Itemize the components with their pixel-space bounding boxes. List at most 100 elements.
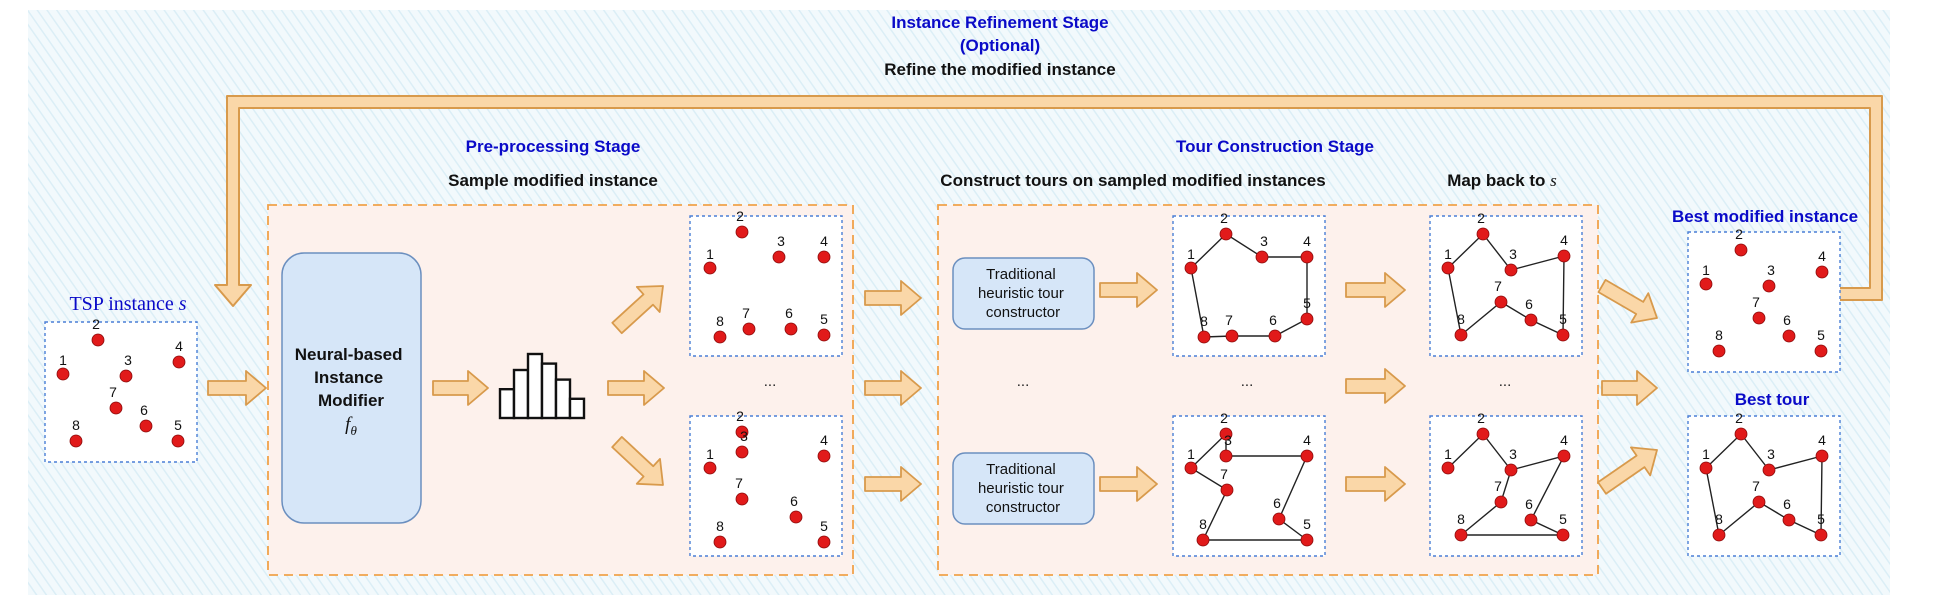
histogram-bar <box>498 388 516 420</box>
city-label: 8 <box>716 518 724 534</box>
city-node <box>817 328 831 342</box>
city-label: 6 <box>785 305 793 321</box>
city-label: 7 <box>1494 478 1502 494</box>
city-node <box>1220 483 1234 497</box>
flow-arrows <box>207 272 1658 502</box>
city-label: 2 <box>1477 410 1485 426</box>
city-label: 7 <box>1220 466 1228 482</box>
city-node <box>703 261 717 275</box>
city-node <box>1557 249 1571 263</box>
refinement-stage-description: Refine the modified instance <box>884 60 1115 79</box>
refinement-stage-subtitle: (Optional) <box>960 36 1040 55</box>
city-node <box>1196 533 1210 547</box>
city-label: 5 <box>1303 295 1311 311</box>
preprocessing-stage-title: Pre-processing Stage <box>466 137 641 156</box>
city-node <box>1225 329 1239 343</box>
city-node <box>1699 461 1713 475</box>
ellipsis-constructors: ... <box>1017 373 1030 390</box>
best-tour-label: Best tour <box>1735 390 1810 409</box>
city-label: 5 <box>1817 327 1825 343</box>
city-label: 8 <box>1199 516 1207 532</box>
tour-construction-stage-title: Tour Construction Stage <box>1176 137 1374 156</box>
flow-arrow <box>432 370 489 406</box>
city-node <box>1454 528 1468 542</box>
flow-arrow <box>207 370 267 406</box>
ellipsis-samples: ... <box>764 373 777 390</box>
city-label: 8 <box>1457 511 1465 527</box>
city-node <box>1734 427 1748 441</box>
city-node <box>1782 513 1796 527</box>
city-label: 8 <box>72 417 80 433</box>
heuristic-constructor-top-box <box>952 257 1095 330</box>
city-node <box>1454 328 1468 342</box>
city-node <box>735 425 749 439</box>
city-node <box>1300 533 1314 547</box>
flow-arrow <box>1597 446 1658 495</box>
city-label: 2 <box>1477 210 1485 226</box>
city-label: 4 <box>1818 248 1826 264</box>
city-node <box>817 449 831 463</box>
flow-arrow <box>1345 272 1406 308</box>
city-node <box>1300 449 1314 463</box>
city-node <box>171 434 185 448</box>
city-label: 6 <box>140 402 148 418</box>
city-node <box>1219 427 1233 441</box>
city-node <box>1814 344 1828 358</box>
city-node <box>713 330 727 344</box>
city-label: 7 <box>1225 312 1233 328</box>
city-node <box>742 322 756 336</box>
sampling-histogram <box>498 352 586 420</box>
city-label: 6 <box>1783 312 1791 328</box>
city-label: 6 <box>790 493 798 509</box>
city-node <box>172 355 186 369</box>
city-node <box>1734 243 1748 257</box>
city-node <box>1300 312 1314 326</box>
city-node <box>703 461 717 475</box>
tsp-instance-label: TSP instance s <box>69 293 186 315</box>
city-node <box>817 535 831 549</box>
flow-arrow <box>607 370 665 406</box>
city-label: 3 <box>1260 233 1268 249</box>
city-label: 4 <box>1818 432 1826 448</box>
refinement-loop-arrow <box>214 95 1883 307</box>
city-label: 2 <box>1735 226 1743 242</box>
city-label: 7 <box>742 305 750 321</box>
city-label: 2 <box>1220 410 1228 426</box>
city-label: 8 <box>1715 327 1723 343</box>
city-node <box>1782 329 1796 343</box>
city-node <box>1752 495 1766 509</box>
city-node <box>1524 513 1538 527</box>
city-label: 3 <box>740 428 748 444</box>
city-label: 1 <box>59 352 67 368</box>
city-label: 4 <box>1560 232 1568 248</box>
histogram-bar <box>526 352 544 420</box>
city-node <box>735 492 749 506</box>
city-node <box>1815 265 1829 279</box>
city-label: 4 <box>1560 432 1568 448</box>
flow-arrow <box>1345 466 1406 502</box>
modifier-symbol: fθ <box>345 414 357 438</box>
city-label: 7 <box>735 475 743 491</box>
city-label: 1 <box>706 246 714 262</box>
neural-modifier-label: Neural-based Instance Modifier <box>295 345 407 410</box>
city-label: 5 <box>1817 511 1825 527</box>
city-node <box>1712 344 1726 358</box>
city-label: 3 <box>1767 262 1775 278</box>
city-node <box>1219 227 1233 241</box>
ellipsis-tours: ... <box>1241 373 1254 390</box>
neural-modifier-box <box>281 252 422 524</box>
city-node <box>109 401 123 415</box>
city-node <box>1814 528 1828 542</box>
city-label: 5 <box>820 311 828 327</box>
map-back-label: Map back to s <box>1447 171 1557 190</box>
city-label: 2 <box>92 316 100 332</box>
city-node <box>1494 495 1508 509</box>
histogram-bar <box>554 378 572 420</box>
city-label: 5 <box>1559 311 1567 327</box>
city-node <box>1184 461 1198 475</box>
city-node <box>1712 528 1726 542</box>
city-node <box>1184 261 1198 275</box>
